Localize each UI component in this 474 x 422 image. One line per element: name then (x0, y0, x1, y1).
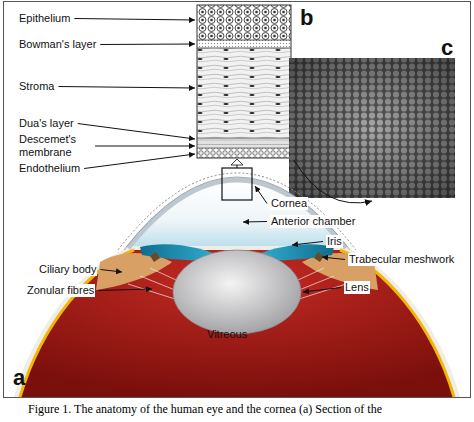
highlight-box (222, 168, 252, 200)
cornea-layers (197, 5, 291, 158)
layer-label: Endothelium (18, 162, 81, 175)
part-label: Zonular fibres (26, 284, 95, 297)
part-label: Cornea (270, 197, 308, 210)
figure-caption: Figure 1. The anatomy of the human eye a… (28, 402, 382, 416)
layer-label: Dua's layer (18, 117, 75, 130)
layer-label: Bowman's layer (18, 38, 97, 51)
leader-arrow (58, 87, 195, 89)
leader-arrow (84, 154, 195, 169)
part-label: Iris (326, 235, 343, 248)
part-label: Vitreous (206, 328, 248, 341)
panel-letter: c (440, 36, 454, 60)
layer-label: Epithelium (18, 12, 71, 25)
leader-arrow (255, 186, 267, 204)
up-arrow-head (231, 159, 243, 165)
part-label: Trabecular meshwork (348, 253, 455, 266)
leader-arrow (243, 221, 267, 223)
endothelium-image (289, 58, 455, 198)
layer-label: Descemet's membrane (18, 133, 92, 159)
panel-letter: b (299, 6, 314, 30)
part-label: Ciliary body (38, 263, 97, 276)
leader-arrow (78, 124, 195, 140)
eye-section (14, 173, 460, 397)
leader-arrow (74, 19, 195, 21)
leader-arrow (303, 288, 341, 293)
panel-letter: a (12, 366, 26, 390)
leader-arrow (98, 289, 152, 291)
layer-label: Stroma (18, 80, 55, 93)
part-label: Anterior chamber (270, 215, 356, 228)
leader-arrow (100, 44, 195, 46)
leader-arrow (322, 257, 345, 260)
leader-arrow (100, 270, 122, 273)
leader-arrow (95, 146, 195, 147)
part-label: Lens (344, 281, 370, 294)
leader-arrow (292, 242, 323, 246)
